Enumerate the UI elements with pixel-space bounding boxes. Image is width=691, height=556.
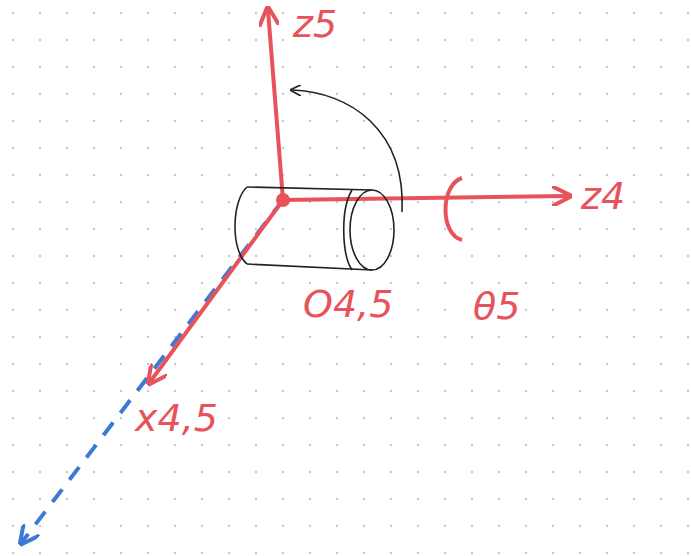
origin-dot: [276, 193, 290, 207]
rotation-arrow: [292, 90, 402, 212]
joint-cylinder: [235, 187, 394, 270]
axis-label: z5: [290, 4, 340, 46]
z4-axis: [283, 196, 568, 200]
angle-label: θ5: [470, 286, 523, 328]
x4-axis: [150, 200, 283, 382]
theta-curl: [446, 178, 463, 240]
axis-label: z4: [578, 176, 628, 218]
x5-axis: [22, 200, 283, 542]
axis-label: x4,5: [132, 398, 221, 440]
z5-axis: [268, 10, 283, 200]
origin-label: O4,5: [300, 284, 396, 326]
